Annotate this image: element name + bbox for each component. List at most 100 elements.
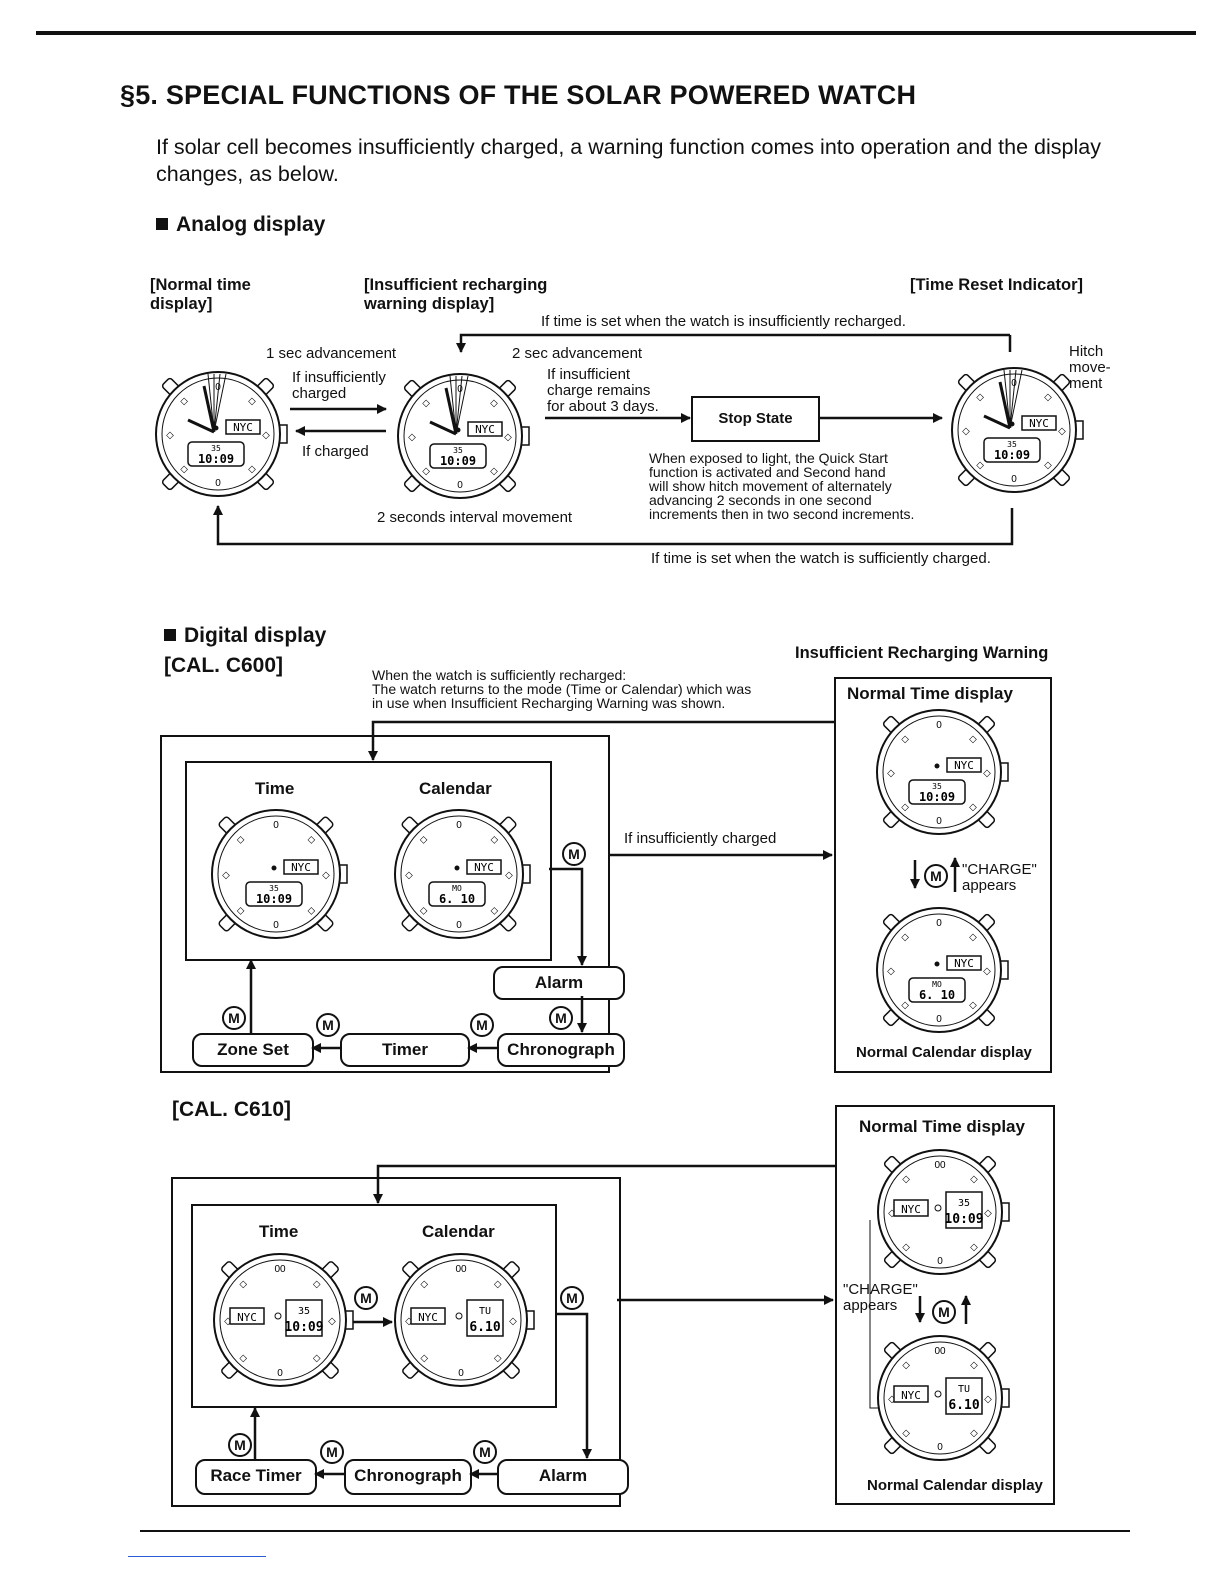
svg-text:◇: ◇ — [491, 905, 499, 916]
svg-text:◇: ◇ — [237, 835, 245, 846]
svg-text:◇: ◇ — [970, 1428, 978, 1439]
svg-text:◇: ◇ — [962, 426, 970, 437]
svg-text:NYC: NYC — [237, 1311, 257, 1324]
c600-charge-appears: "CHARGE" appears — [962, 862, 1037, 894]
svg-text:◇: ◇ — [976, 460, 984, 471]
m-button-icon: M — [473, 1440, 497, 1464]
digital-heading-text: Digital display — [184, 624, 327, 647]
if-insufficiently-charged-digital: If insufficiently charged — [624, 830, 777, 847]
analog-heading: Analog display — [156, 213, 325, 237]
c610-alarm-mode: Alarm — [497, 1459, 629, 1495]
svg-text:◇: ◇ — [491, 835, 499, 846]
reset-loop-top-arrow — [456, 333, 1010, 353]
svg-text:◇: ◇ — [322, 870, 330, 881]
svg-text:◇: ◇ — [901, 802, 909, 813]
svg-text:00: 00 — [934, 1160, 946, 1171]
quick-start-line4: advancing 2 seconds in one second — [649, 492, 872, 508]
svg-text:◇: ◇ — [901, 734, 909, 745]
svg-text:◇: ◇ — [504, 432, 512, 443]
c600-alarm-mode: Alarm — [493, 966, 625, 1000]
svg-text:◇: ◇ — [902, 1360, 910, 1371]
c610-return-arrow — [373, 1164, 835, 1204]
svg-text:◇: ◇ — [887, 768, 895, 779]
svg-text:◇: ◇ — [901, 1000, 909, 1011]
m-button-icon: M — [320, 1440, 344, 1464]
svg-text:◇: ◇ — [239, 1279, 247, 1290]
svg-text:◇: ◇ — [490, 466, 498, 477]
svg-text:◇: ◇ — [222, 870, 230, 881]
svg-text:0: 0 — [456, 820, 462, 831]
svg-text:◇: ◇ — [420, 905, 428, 916]
svg-text:0: 0 — [936, 720, 942, 731]
svg-text:◇: ◇ — [970, 1242, 978, 1253]
svg-text:◇: ◇ — [313, 1279, 321, 1290]
svg-text:6.10: 6.10 — [948, 1398, 979, 1413]
svg-text:◇: ◇ — [983, 966, 991, 977]
svg-text:◇: ◇ — [239, 1353, 247, 1364]
svg-text:◇: ◇ — [166, 430, 174, 441]
svg-text:00: 00 — [455, 1264, 467, 1275]
reset-indicator-label: [Time Reset Indicator] — [910, 276, 1083, 294]
svg-text:◇: ◇ — [1044, 460, 1052, 471]
quick-start-line2: function is activated and Second hand — [649, 464, 886, 480]
svg-text:0: 0 — [273, 920, 279, 931]
top-rule — [36, 31, 1196, 35]
svg-text:◇: ◇ — [969, 802, 977, 813]
svg-text:◇: ◇ — [902, 1174, 910, 1185]
c610-inner-frame — [191, 1204, 557, 1408]
svg-text:◇: ◇ — [420, 1353, 428, 1364]
svg-text:NYC: NYC — [954, 957, 974, 970]
svg-text:◇: ◇ — [405, 1316, 413, 1327]
remains-line3: for about 3 days. — [547, 398, 659, 415]
m-button-icon: M — [924, 864, 948, 888]
m-button-icon: M — [932, 1300, 956, 1324]
insufficient-label-line1: [Insufficient recharging — [364, 276, 548, 294]
svg-text:◇: ◇ — [984, 1208, 992, 1219]
returns-line1: When the watch is sufficiently recharged… — [372, 667, 627, 683]
svg-text:0: 0 — [215, 478, 221, 489]
returns-note: When the watch is sufficiently recharged… — [372, 668, 751, 710]
c600-frame — [160, 735, 610, 1073]
svg-text:0: 0 — [936, 1014, 942, 1025]
square-bullet-icon — [164, 629, 176, 641]
normal-time-label-line2: display] — [150, 295, 213, 313]
svg-text:◇: ◇ — [422, 398, 430, 409]
svg-text:35: 35 — [298, 1306, 310, 1317]
svg-text:6.10: 6.10 — [469, 1320, 500, 1335]
normal-time-label: [Normal time display] — [150, 276, 251, 314]
m-button-icon: M — [354, 1286, 378, 1310]
remains-line1: If insufficient — [547, 366, 631, 383]
svg-text:◇: ◇ — [969, 932, 977, 943]
svg-text:NYC: NYC — [475, 423, 495, 436]
m-button-icon: M — [222, 1006, 246, 1030]
c610-chronograph-mode: Chronograph — [344, 1459, 472, 1495]
m-button-icon: M — [562, 842, 586, 866]
svg-text:NYC: NYC — [233, 421, 253, 434]
svg-text:◇: ◇ — [902, 1428, 910, 1439]
cal-c610-label: [CAL. C610] — [172, 1098, 292, 1121]
svg-text:0: 0 — [937, 1442, 943, 1453]
svg-text:◇: ◇ — [494, 1279, 502, 1290]
svg-text:35: 35 — [453, 446, 463, 455]
c600-chronograph-mode: Chronograph — [497, 1033, 625, 1067]
if-insufficiently-charged-label: If insufficiently charged — [292, 370, 386, 402]
m-button-icon: M — [549, 1006, 573, 1030]
two-sec-interval-label: 2 seconds interval movement — [377, 509, 573, 526]
insufficient-label: [Insufficient recharging warning display… — [364, 276, 547, 314]
intro-paragraph: If solar cell becomes insufficiently cha… — [156, 135, 1101, 186]
svg-text:0: 0 — [1011, 474, 1017, 485]
svg-text:◇: ◇ — [180, 464, 188, 475]
svg-text:◇: ◇ — [505, 870, 513, 881]
svg-text:◇: ◇ — [969, 1000, 977, 1011]
svg-text:◇: ◇ — [888, 1394, 896, 1405]
svg-text:00: 00 — [934, 1346, 946, 1357]
cal-c600-label: [CAL. C600] — [164, 654, 284, 677]
svg-text:◇: ◇ — [262, 430, 270, 441]
svg-text:NYC: NYC — [418, 1311, 438, 1324]
svg-text:◇: ◇ — [976, 392, 984, 403]
quick-start-note: When exposed to light, the Quick Start f… — [649, 451, 914, 521]
